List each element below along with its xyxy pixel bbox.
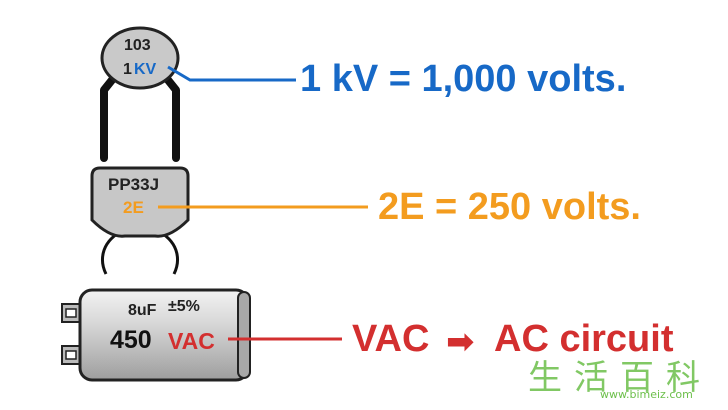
film-model: PP33J bbox=[108, 175, 160, 194]
film-capacitor bbox=[90, 166, 190, 275]
film-callout: 2E = 250 volts. bbox=[378, 186, 641, 228]
watermark-logo: 生活百科 bbox=[528, 358, 712, 398]
ceramic-callout: 1 kV = 1,000 volts. bbox=[300, 58, 627, 100]
watermark-url: www.bimeiz.com bbox=[600, 388, 693, 401]
electrolytic-type: VAC bbox=[168, 328, 215, 354]
ac-callout-prefix: VAC bbox=[352, 318, 430, 360]
arrow-right-icon: ➡ bbox=[446, 322, 475, 362]
electrolytic-tolerance: ±5% bbox=[168, 298, 200, 315]
electrolytic-capacitance: 8uF bbox=[128, 302, 157, 319]
ceramic-code: 103 bbox=[124, 37, 151, 54]
electrolytic-voltage: 450 bbox=[110, 326, 152, 354]
ac-callout-suffix: AC circuit bbox=[494, 318, 674, 360]
ceramic-capacitor bbox=[100, 26, 180, 162]
electrolytic-capacitor bbox=[61, 288, 251, 382]
ceramic-rating-unit: KV bbox=[134, 61, 157, 78]
ceramic-leader-line bbox=[167, 65, 296, 82]
ceramic-rating-prefix: 1 bbox=[123, 61, 132, 78]
film-rating: 2E bbox=[123, 198, 144, 217]
